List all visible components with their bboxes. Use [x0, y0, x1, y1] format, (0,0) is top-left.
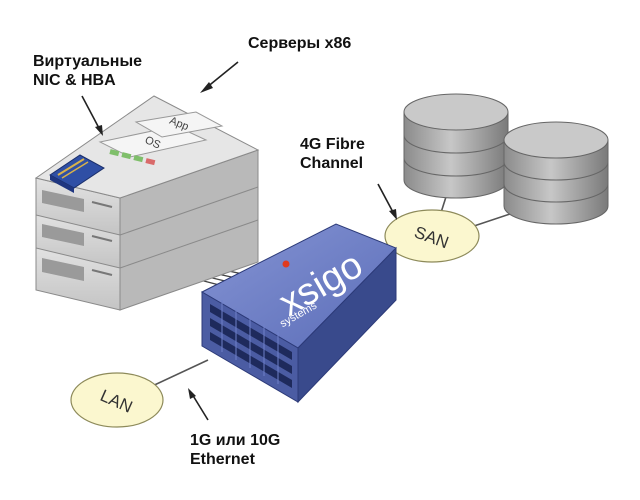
lan-network: LAN: [70, 372, 164, 428]
fibre-channel-label: 4G Fibre Channel: [300, 135, 365, 173]
server-stack: OS App: [34, 95, 260, 311]
servers-label-text: Серверы x86: [248, 35, 352, 52]
server-unit-1: [35, 149, 259, 236]
arrow-to-fibre-icon: [377, 183, 397, 220]
switch-ports: [210, 304, 292, 388]
ethernet-line1: 1G или 10G: [190, 432, 281, 449]
pointer-arrows: [81, 61, 397, 421]
fibre-line2: Channel: [300, 155, 364, 172]
ethernet-label: 1G или 10G Ethernet: [190, 431, 280, 469]
xsigo-brand-dot: [282, 260, 290, 268]
fibre-line1: 4G Fibre: [300, 136, 365, 153]
storage-disk-1: [403, 93, 509, 199]
arrow-to-nic-icon: [81, 95, 103, 136]
arrow-to-servers-icon: [200, 61, 239, 93]
virtual-nic-line1: Виртуальные: [33, 53, 142, 70]
virtual-nic-line2: NIC & HBA: [33, 72, 116, 89]
lan-to-switch-line: [147, 359, 209, 389]
servers-label: Серверы x86: [248, 34, 351, 53]
virtual-nic-label: Виртуальные NIC & HBA: [33, 52, 142, 90]
nic-card-icon: [49, 154, 105, 193]
arrow-to-ethernet-icon: [188, 388, 209, 421]
storage-disk-2: [503, 121, 609, 225]
san-network: SAN: [384, 209, 480, 263]
os-tag-label: OS: [143, 134, 162, 151]
app-panel: App: [134, 111, 224, 138]
xsigo-switch: xsigo systems: [200, 223, 397, 404]
ethernet-line2: Ethernet: [190, 451, 255, 468]
